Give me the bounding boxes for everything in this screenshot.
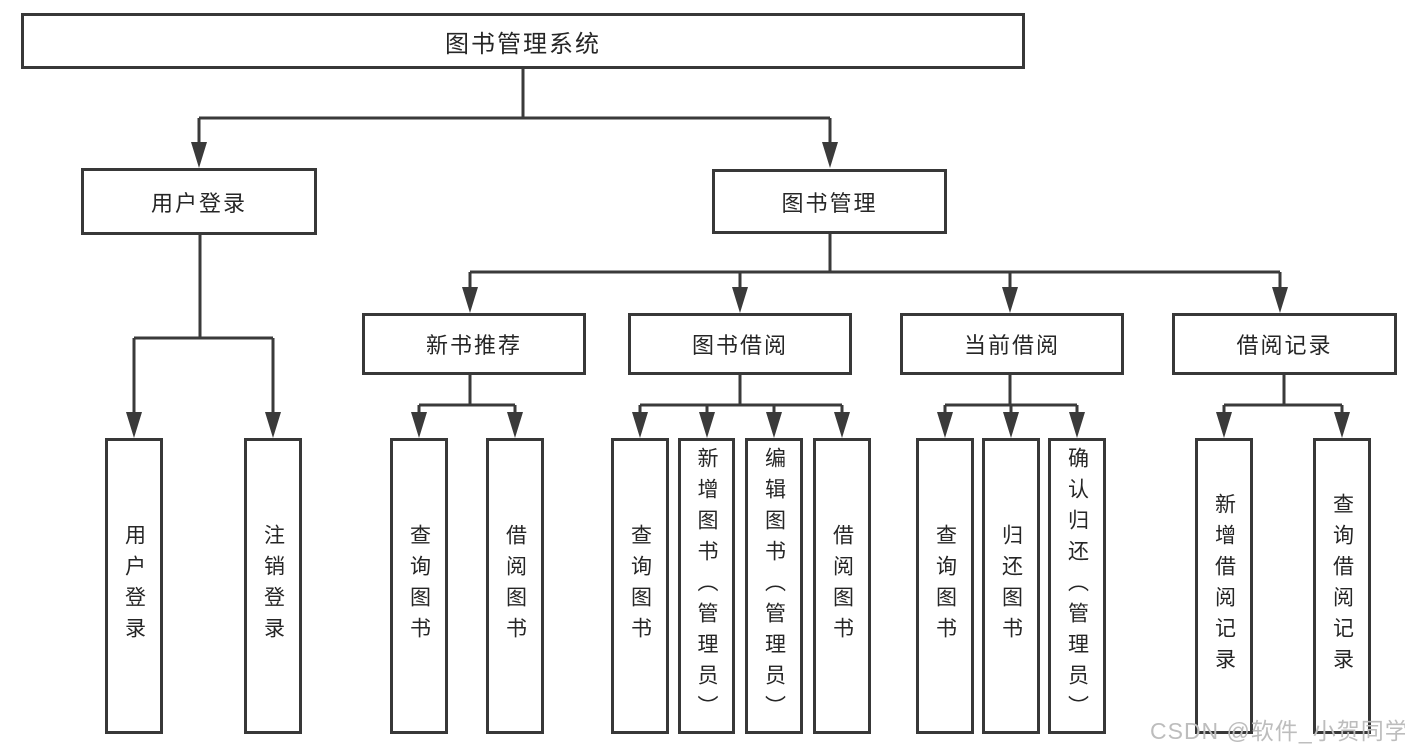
leaf-label: 归还图书 bbox=[999, 524, 1023, 648]
node-label: 用户登录 bbox=[150, 190, 247, 216]
leaf-label: 注销登录 bbox=[261, 524, 285, 648]
node-book-management: 图书管理 bbox=[712, 169, 947, 234]
node-label: 当前借阅 bbox=[963, 333, 1060, 358]
leaf-query-borrow-record: 查询借阅记录 bbox=[1313, 438, 1371, 734]
leaf-query-books-current: 查询图书 bbox=[916, 438, 974, 734]
leaf-label: 编辑图书（管理员） bbox=[762, 446, 786, 726]
leaf-logout: 注销登录 bbox=[244, 438, 302, 734]
csdn-watermark: CSDN @软件_小贺同学 bbox=[1150, 718, 1405, 744]
arrowheads bbox=[126, 142, 1350, 438]
node-label: 图书管理系统 bbox=[445, 30, 601, 58]
node-label: 图书管理 bbox=[781, 190, 878, 216]
leaf-label: 借阅图书 bbox=[830, 524, 854, 648]
leaf-add-borrow-record: 新增借阅记录 bbox=[1195, 438, 1253, 734]
leaf-label: 查询图书 bbox=[933, 524, 957, 648]
leaf-return-books: 归还图书 bbox=[982, 438, 1040, 734]
node-user-login: 用户登录 bbox=[81, 168, 317, 235]
leaf-label: 查询图书 bbox=[407, 524, 431, 648]
node-current-borrowing: 当前借阅 bbox=[900, 313, 1124, 375]
leaf-edit-books-admin: 编辑图书（管理员） bbox=[745, 438, 803, 734]
leaf-user-login: 用户登录 bbox=[105, 438, 163, 734]
node-label: 借阅记录 bbox=[1236, 333, 1333, 358]
leaf-label: 查询借阅记录 bbox=[1330, 493, 1354, 679]
node-new-book-recommend: 新书推荐 bbox=[362, 313, 586, 375]
node-label: 新书推荐 bbox=[425, 333, 522, 358]
node-library-management-system: 图书管理系统 bbox=[21, 13, 1025, 69]
leaf-label: 新增借阅记录 bbox=[1212, 493, 1236, 679]
leaf-label: 查询图书 bbox=[628, 524, 652, 648]
node-borrowing-records: 借阅记录 bbox=[1172, 313, 1397, 375]
leaf-label: 新增图书（管理员） bbox=[695, 446, 718, 726]
leaf-add-books-admin: 新增图书（管理员） bbox=[678, 438, 735, 734]
leaf-query-books-borrowing: 查询图书 bbox=[611, 438, 669, 734]
leaf-label: 确认归还（管理员） bbox=[1065, 446, 1089, 726]
leaf-query-books-recommend: 查询图书 bbox=[390, 438, 448, 734]
leaf-confirm-return-admin: 确认归还（管理员） bbox=[1048, 438, 1106, 734]
leaf-label: 用户登录 bbox=[122, 524, 146, 648]
leaf-borrow-books-recommend: 借阅图书 bbox=[486, 438, 544, 734]
leaf-label: 借阅图书 bbox=[503, 524, 527, 648]
node-label: 图书借阅 bbox=[691, 333, 788, 358]
node-book-borrowing: 图书借阅 bbox=[628, 313, 852, 375]
leaf-borrow-books-borrowing: 借阅图书 bbox=[813, 438, 871, 734]
